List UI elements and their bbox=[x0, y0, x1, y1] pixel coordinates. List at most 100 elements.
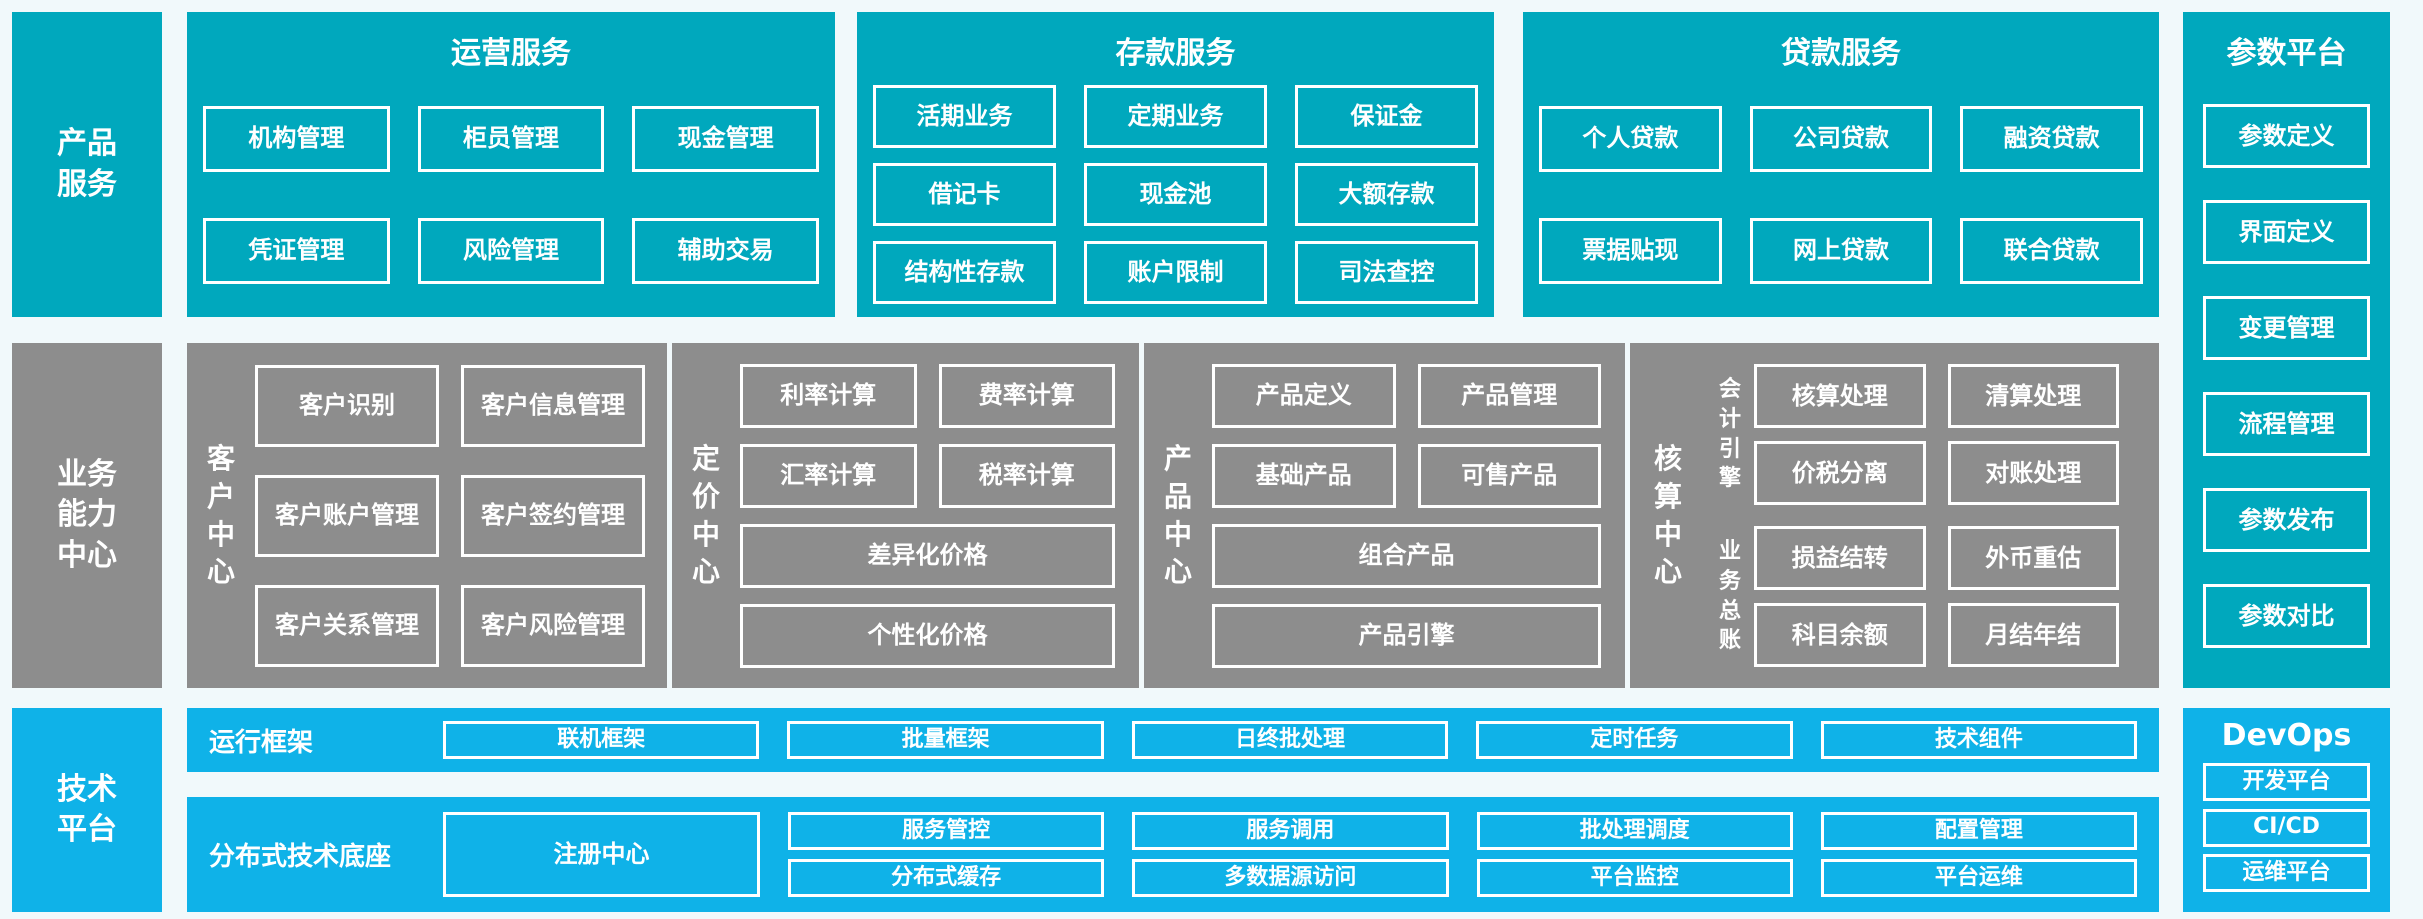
section-customer-center: 客户中心 客户识别 客户信息管理 客户账户管理 客户签约管理 客户关系管理 客户… bbox=[187, 343, 667, 688]
pricing-item: 汇率计算 bbox=[740, 443, 917, 508]
accounting-item: 核算处理 bbox=[1754, 364, 1926, 428]
product-item: 基础产品 bbox=[1212, 443, 1396, 508]
loan-item: 票据贴现 bbox=[1539, 217, 1722, 284]
deposit-item: 大额存款 bbox=[1295, 163, 1478, 226]
distributed-base-label: 分布式技术底座 bbox=[209, 842, 392, 872]
distributed-item: 平台运维 bbox=[1820, 859, 2137, 897]
product-item-wide: 组合产品 bbox=[1212, 523, 1601, 588]
customer-item: 客户风险管理 bbox=[461, 584, 645, 667]
section-deposit-services: 存款服务 活期业务 定期业务 保证金 借记卡 现金池 大额存款 结构性存款 账户… bbox=[857, 12, 1494, 317]
operations-item: 辅助交易 bbox=[632, 217, 819, 284]
section-operations-services: 运营服务 机构管理 柜员管理 现金管理 凭证管理 风险管理 辅助交易 bbox=[187, 12, 835, 317]
distributed-item: 平台监控 bbox=[1476, 859, 1793, 897]
operations-item: 现金管理 bbox=[632, 105, 819, 172]
deposit-item: 现金池 bbox=[1084, 163, 1267, 226]
registry-center-box: 注册中心 bbox=[443, 812, 760, 897]
product-center-label: 产品中心 bbox=[1163, 441, 1192, 589]
column-parameter-platform: 参数平台 参数定义 界面定义 变更管理 流程管理 参数发布 参数对比 bbox=[2183, 12, 2390, 688]
sidebar-tech-platform: 技术平台 bbox=[12, 708, 162, 912]
accounting-item: 科目余额 bbox=[1754, 603, 1926, 667]
bar-distributed-base: 分布式技术底座 注册中心 服务管控 分布式缓存 服务调用 多数据源访问 批处理调… bbox=[187, 797, 2159, 912]
loan-item: 网上贷款 bbox=[1749, 217, 1933, 284]
product-item-wide: 产品引擎 bbox=[1212, 603, 1601, 668]
loan-item: 公司贷款 bbox=[1749, 105, 1933, 172]
business-ledger-sublabel: 业务总账 bbox=[1718, 539, 1741, 654]
parameter-item: 参数对比 bbox=[2203, 584, 2370, 648]
pricing-item-wide: 个性化价格 bbox=[740, 603, 1115, 668]
customer-item: 客户识别 bbox=[255, 364, 439, 447]
deposit-grid: 活期业务 定期业务 保证金 借记卡 现金池 大额存款 结构性存款 账户限制 司法… bbox=[873, 72, 1478, 317]
bar-runtime-framework: 运行框架 联机框架 批量框架 日终批处理 定时任务 技术组件 bbox=[187, 708, 2159, 772]
section-product-center: 产品中心 产品定义 产品管理 基础产品 可售产品 组合产品 产品引擎 bbox=[1144, 343, 1625, 688]
pricing-item: 利率计算 bbox=[740, 363, 917, 428]
sidebar-business-capability: 业务能力中心 bbox=[12, 343, 162, 688]
distributed-column: 服务管控 分布式缓存 bbox=[788, 812, 1105, 897]
loan-title: 贷款服务 bbox=[1781, 36, 1901, 71]
distributed-item: 服务管控 bbox=[788, 812, 1105, 850]
deposit-item: 账户限制 bbox=[1084, 241, 1267, 304]
devops-item: 运维平台 bbox=[2203, 854, 2370, 893]
customer-item: 客户关系管理 bbox=[255, 584, 439, 667]
business-ledger-grid: 损益结转 外币重估 科目余额 月结年结 bbox=[1754, 526, 2119, 667]
loan-item: 个人贷款 bbox=[1539, 105, 1722, 172]
accounting-group-engine: 会计引擎 核算处理 清算处理 价税分离 对账处理 bbox=[1706, 364, 2119, 505]
parameter-item: 流程管理 bbox=[2203, 392, 2370, 456]
parameter-item: 界面定义 bbox=[2203, 200, 2370, 264]
runtime-item: 批量框架 bbox=[787, 721, 1104, 759]
deposit-item: 结构性存款 bbox=[873, 241, 1056, 304]
runtime-item: 技术组件 bbox=[1820, 721, 2138, 759]
deposit-title: 存款服务 bbox=[1115, 36, 1236, 71]
devops-item: 开发平台 bbox=[2203, 762, 2370, 801]
distributed-item: 批处理调度 bbox=[1476, 812, 1793, 850]
distributed-item: 分布式缓存 bbox=[788, 859, 1105, 897]
customer-item: 客户账户管理 bbox=[255, 474, 439, 557]
distributed-column: 批处理调度 平台监控 bbox=[1476, 812, 1793, 897]
devops-item: CI/CD bbox=[2203, 808, 2370, 847]
operations-item: 机构管理 bbox=[203, 105, 390, 172]
pricing-item-wide: 差异化价格 bbox=[740, 523, 1115, 588]
runtime-framework-boxes: 联机框架 批量框架 日终批处理 定时任务 技术组件 bbox=[443, 721, 2138, 759]
distributed-column: 配置管理 平台运维 bbox=[1820, 812, 2137, 897]
customer-item: 客户信息管理 bbox=[461, 364, 645, 447]
customer-center-grid: 客户识别 客户信息管理 客户账户管理 客户签约管理 客户关系管理 客户风险管理 bbox=[255, 343, 645, 688]
accounting-group-ledger: 业务总账 损益结转 外币重估 科目余额 月结年结 bbox=[1706, 526, 2119, 667]
runtime-item: 联机框架 bbox=[443, 721, 760, 759]
deposit-item: 活期业务 bbox=[873, 85, 1056, 148]
column-devops: DevOps 开发平台 CI/CD 运维平台 bbox=[2183, 708, 2390, 912]
parameter-platform-boxes: 参数定义 界面定义 变更管理 流程管理 参数发布 参数对比 bbox=[2203, 72, 2370, 680]
accounting-item: 外币重估 bbox=[1947, 526, 2119, 590]
product-center-grid: 产品定义 产品管理 基础产品 可售产品 组合产品 产品引擎 bbox=[1212, 343, 1601, 688]
parameter-item: 变更管理 bbox=[2203, 296, 2370, 360]
accounting-engine-grid: 核算处理 清算处理 价税分离 对账处理 bbox=[1754, 364, 2119, 505]
deposit-item: 司法查控 bbox=[1295, 241, 1478, 304]
accounting-item: 清算处理 bbox=[1947, 364, 2119, 428]
section-loan-services: 贷款服务 个人贷款 公司贷款 融资贷款 票据贴现 网上贷款 联合贷款 bbox=[1523, 12, 2159, 317]
accounting-item: 价税分离 bbox=[1754, 441, 1926, 505]
customer-item: 客户签约管理 bbox=[461, 474, 645, 557]
parameter-item: 参数发布 bbox=[2203, 488, 2370, 552]
parameter-platform-title: 参数平台 bbox=[2226, 36, 2347, 71]
product-item: 可售产品 bbox=[1417, 443, 1601, 508]
product-item: 产品管理 bbox=[1417, 363, 1601, 428]
section-pricing-center: 定价中心 利率计算 费率计算 汇率计算 税率计算 差异化价格 个性化价格 bbox=[672, 343, 1139, 688]
devops-boxes: 开发平台 CI/CD 运维平台 bbox=[2203, 755, 2370, 900]
product-item: 产品定义 bbox=[1212, 363, 1396, 428]
distributed-column: 服务调用 多数据源访问 bbox=[1132, 812, 1449, 897]
operations-title: 运营服务 bbox=[451, 36, 571, 71]
loan-item: 联合贷款 bbox=[1960, 217, 2143, 284]
runtime-framework-label: 运行框架 bbox=[209, 727, 314, 758]
deposit-item: 借记卡 bbox=[873, 163, 1056, 226]
sidebar-business-capability-label: 业务能力中心 bbox=[57, 456, 117, 573]
operations-item: 柜员管理 bbox=[417, 105, 605, 172]
operations-item: 凭证管理 bbox=[203, 217, 390, 284]
pricing-center-label: 定价中心 bbox=[691, 441, 720, 589]
parameter-item: 参数定义 bbox=[2203, 104, 2370, 168]
operations-item: 风险管理 bbox=[417, 217, 605, 284]
sidebar-product-services: 产品服务 bbox=[12, 12, 162, 317]
loan-grid: 个人贷款 公司贷款 融资贷款 票据贴现 网上贷款 联合贷款 bbox=[1539, 72, 2143, 317]
accounting-center-body: 会计引擎 核算处理 清算处理 价税分离 对账处理 业务总账 损益结转 外币重估 … bbox=[1706, 343, 2159, 688]
runtime-item: 日终批处理 bbox=[1131, 721, 1449, 759]
distributed-item: 服务调用 bbox=[1132, 812, 1449, 850]
pricing-item: 税率计算 bbox=[938, 443, 1115, 508]
